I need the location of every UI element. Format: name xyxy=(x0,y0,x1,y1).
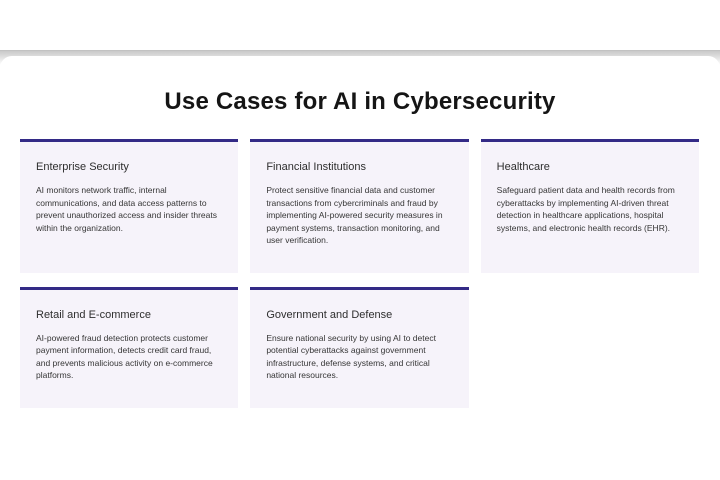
page-title: Use Cases for AI in Cybersecurity xyxy=(164,88,556,115)
card-title: Healthcare xyxy=(496,161,550,173)
card-title: Enterprise Security xyxy=(36,161,129,173)
use-case-card: Financial Institutions Protect sensitive… xyxy=(250,139,469,273)
card-description: Ensure national security by using AI to … xyxy=(266,332,436,381)
use-cases-grid: Enterprise Security AI monitors network … xyxy=(20,139,699,408)
use-case-card: Government and Defense Ensure national s… xyxy=(250,286,469,408)
card-description: Safeguard patient data and health record… xyxy=(496,185,675,233)
card-title: Financial Institutions xyxy=(266,161,366,173)
card-title: Retail and E-commerce xyxy=(36,308,151,321)
card-description: AI-powered fraud detection protects cust… xyxy=(36,332,213,381)
card-description: Protect sensitive financial data and cus… xyxy=(266,185,443,245)
content-sheet: Use Cases for AI in Cybersecurity Enterp… xyxy=(0,56,720,480)
card-title: Government and Defense xyxy=(266,308,393,321)
card-description: AI monitors network traffic, internal co… xyxy=(36,185,217,233)
use-case-card: Healthcare Safeguard patient data and he… xyxy=(480,139,699,273)
use-case-card: Retail and E-commerce AI-powered fraud d… xyxy=(20,286,239,408)
top-header-bar xyxy=(0,0,720,50)
use-case-card: Enterprise Security AI monitors network … xyxy=(20,139,239,273)
